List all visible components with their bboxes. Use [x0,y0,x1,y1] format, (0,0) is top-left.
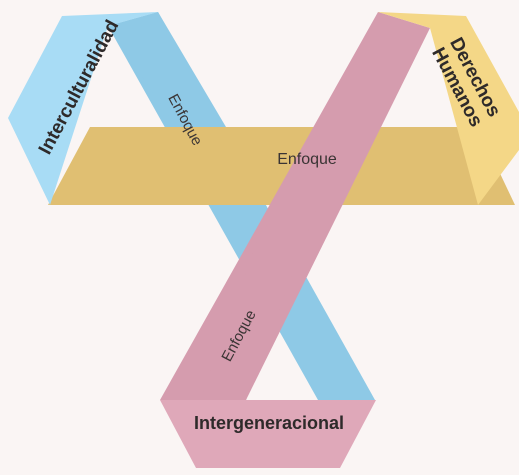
label-enfoque-gold: Enfoque [277,151,337,168]
left-corner-fold [8,12,158,205]
pink-ribbon-over-segment [200,205,318,400]
label-intergeneracional: Intergeneracional [194,413,344,433]
gold-ribbon-band [48,127,515,205]
right-corner-fold [378,12,519,205]
bottom-corner-fold [160,400,376,468]
blue-ribbon-over-segment [108,12,226,127]
